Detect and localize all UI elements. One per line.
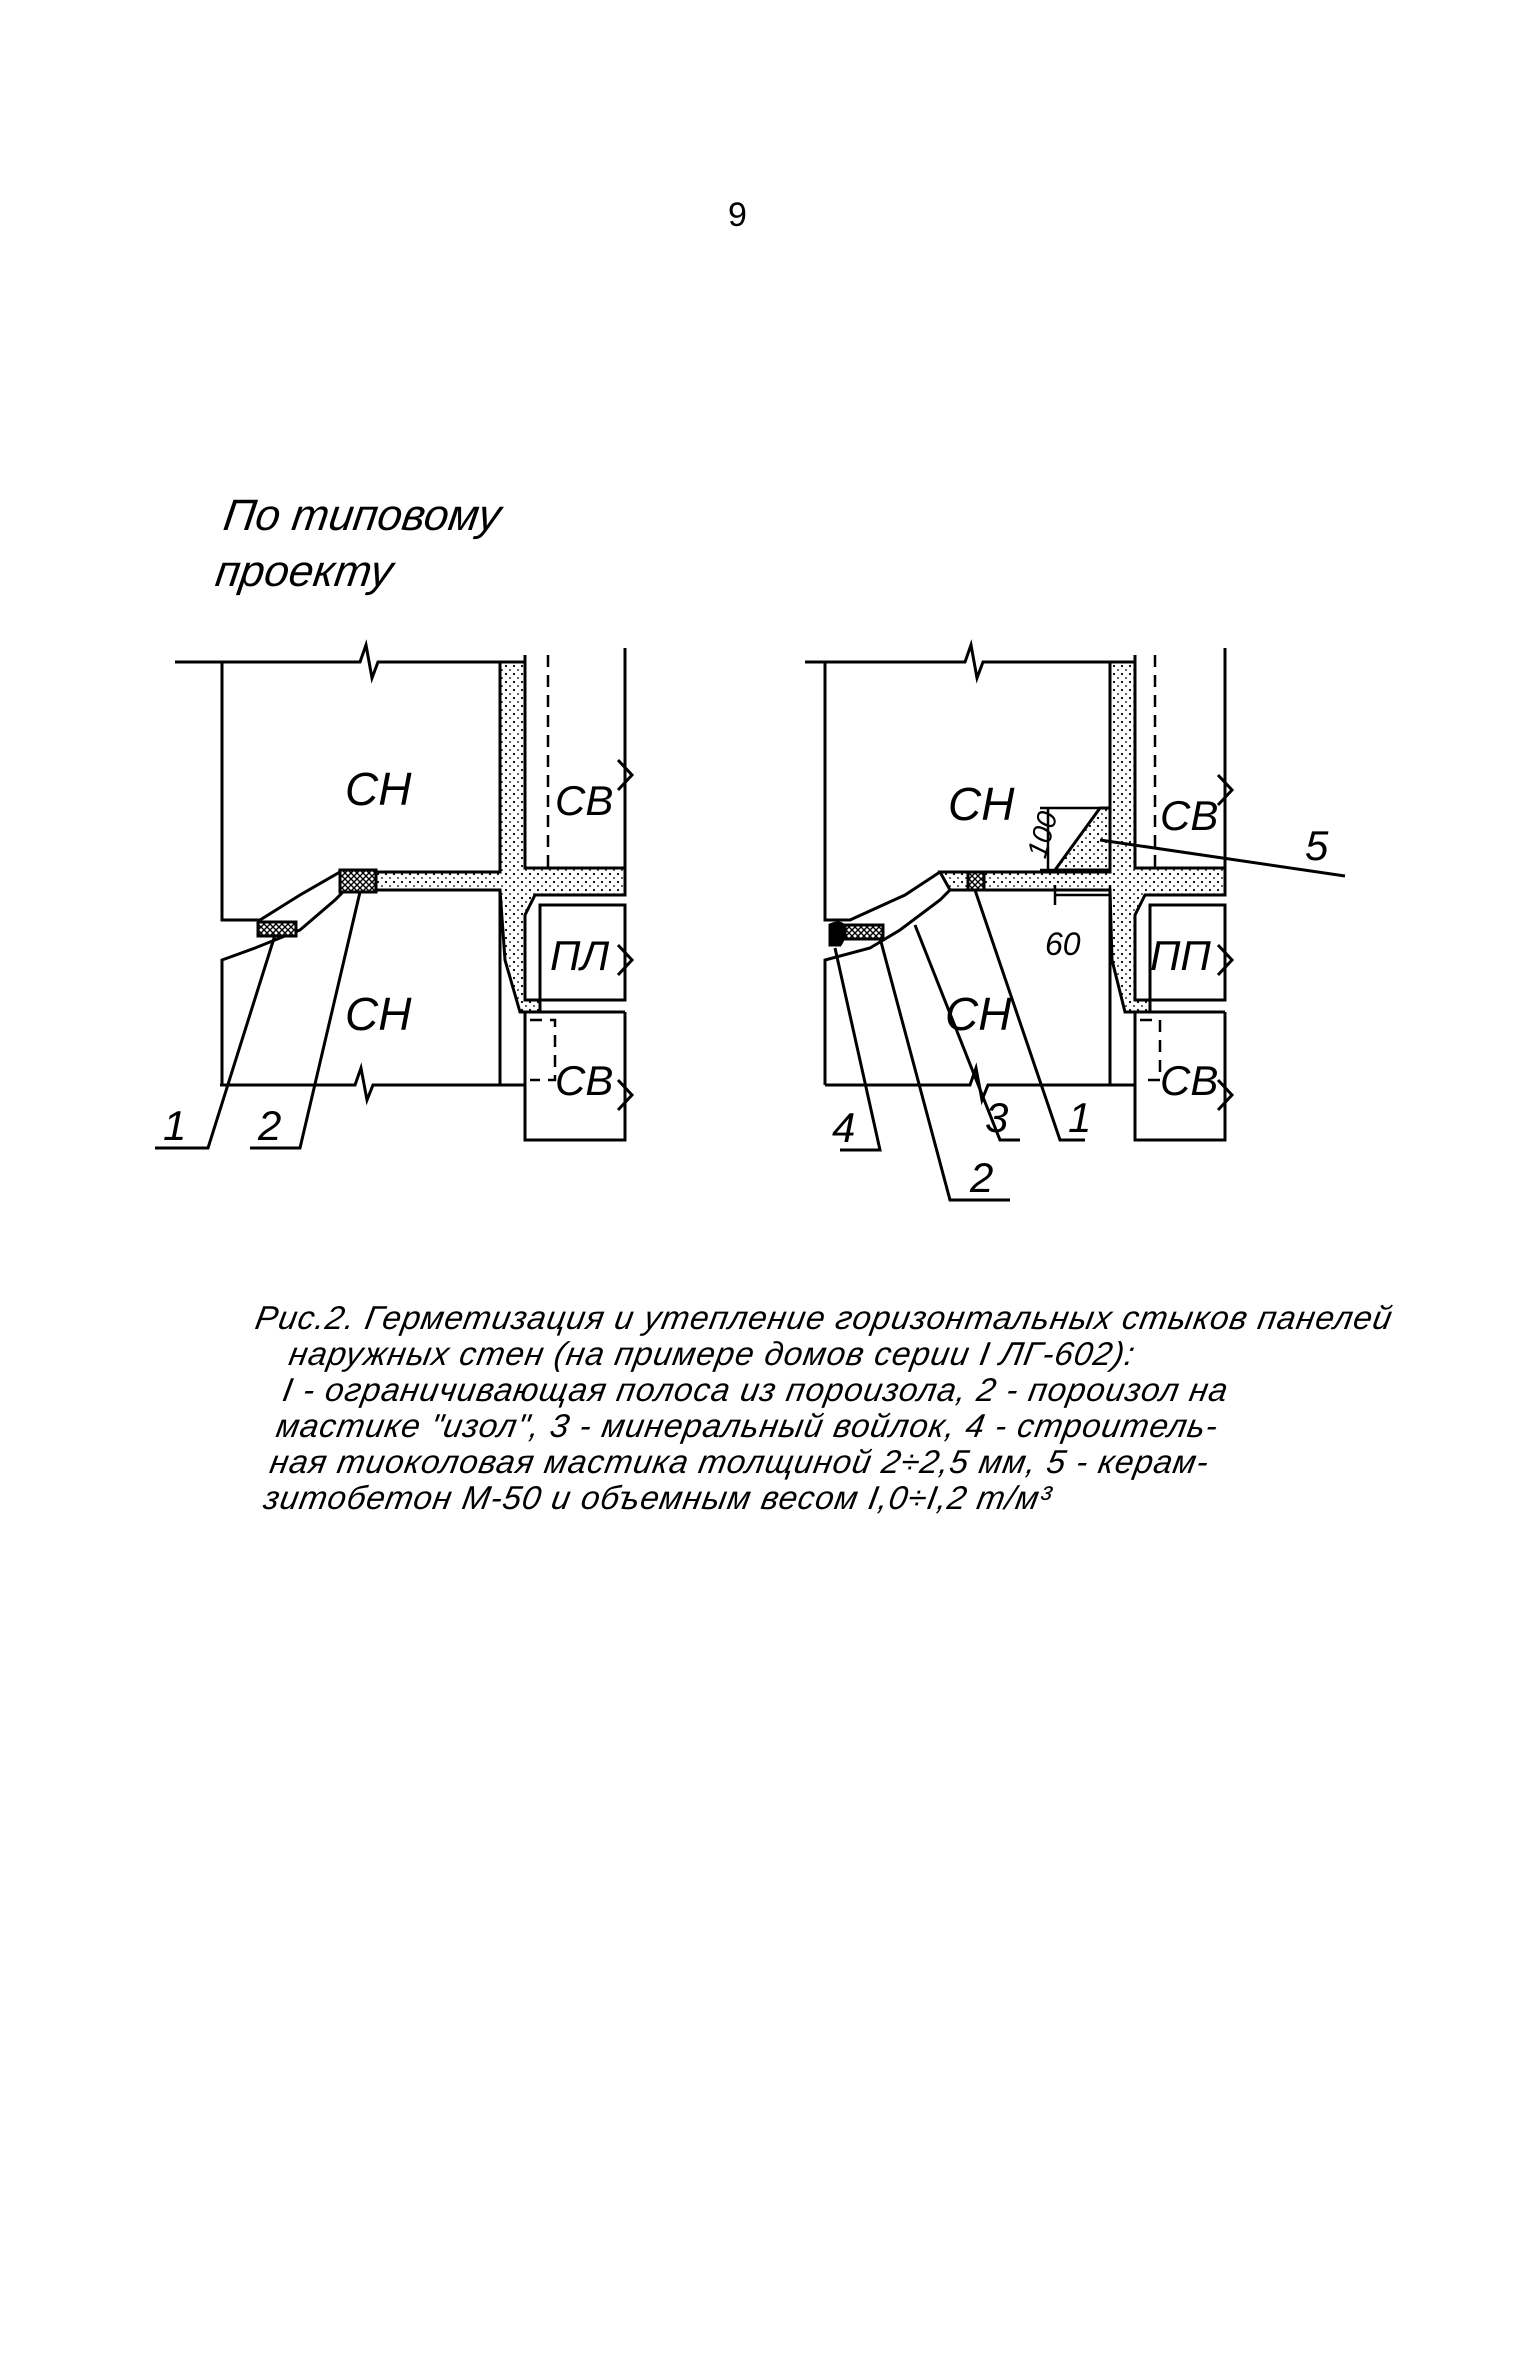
right-lower-inner-panel xyxy=(1133,1010,1227,1142)
left-top-break-line xyxy=(175,639,500,684)
right-keramzite-insert xyxy=(1052,806,1112,872)
right-right-break-marks xyxy=(1216,773,1235,1112)
right-seal-1 xyxy=(966,870,986,892)
right-callout-1: 1 xyxy=(1068,1094,1091,1141)
right-lower-inner-label: СВ xyxy=(1160,1057,1218,1104)
left-bottom-panel-label: СН xyxy=(345,988,412,1040)
caption-prefix: Рис.2. xyxy=(252,1299,359,1336)
right-leader-1 xyxy=(973,889,1085,1142)
left-leader-2 xyxy=(250,891,362,1150)
caption-line-1: Рис.2.Герметизация и утепление горизонта… xyxy=(252,1299,1409,1336)
left-floor-slab xyxy=(538,903,627,1002)
left-upper-inner-panel xyxy=(523,648,627,868)
left-callout-2: 2 xyxy=(257,1102,281,1149)
right-floor-label: ПП xyxy=(1150,932,1211,979)
right-leader-3 xyxy=(913,924,1020,1142)
caption-line-2: наружных стен (на примере домов серии I … xyxy=(286,1335,1139,1372)
right-dim-height-label: 100 xyxy=(1021,808,1063,862)
left-floor-label: ПЛ xyxy=(550,932,609,979)
right-callout-2: 2 xyxy=(969,1154,993,1201)
left-lower-inner-panel xyxy=(523,1010,627,1142)
page-number: 9 xyxy=(728,196,747,234)
right-top-break-line xyxy=(805,639,1110,684)
left-detail xyxy=(155,639,635,1150)
left-lower-inner-dashed xyxy=(530,1018,557,1082)
left-seal-1 xyxy=(256,920,298,938)
right-callout-4: 4 xyxy=(832,1104,855,1151)
right-bottom-panel-label: СН xyxy=(945,988,1012,1040)
right-seal-2 xyxy=(843,923,885,941)
caption-line-4: мастике "изол", 3 - минеральный войлок, … xyxy=(273,1407,1222,1444)
left-top-panel-label: СН xyxy=(345,763,412,815)
right-top-panel-label: СН xyxy=(948,778,1015,830)
right-dim-width-line xyxy=(1053,885,1112,905)
right-mortar-joint xyxy=(937,660,1227,1014)
figure-caption: Рис.2.Герметизация и утепление горизонта… xyxy=(221,1299,1409,1516)
right-leader-5 xyxy=(1099,838,1346,878)
left-seal-2 xyxy=(338,868,378,894)
right-leader-4 xyxy=(833,947,882,1152)
caption-line-6: зитобетон М-50 и объемным весом I,0÷I,2 … xyxy=(260,1479,1056,1516)
right-lower-inner-dashed xyxy=(1140,1018,1162,1082)
right-leader-2 xyxy=(878,937,1010,1202)
right-sealant-4 xyxy=(828,921,847,947)
caption-line-3: I - ограничивающая полоса из пороизола, … xyxy=(280,1371,1232,1408)
right-detail xyxy=(805,639,1346,1202)
right-floor-slab xyxy=(1148,903,1227,1002)
left-callout-1: 1 xyxy=(163,1102,186,1149)
left-upper-inner-label: СВ xyxy=(555,777,613,824)
left-leader-1 xyxy=(155,934,277,1150)
right-callout-5: 5 xyxy=(1305,822,1329,869)
right-upper-inner-label: СВ xyxy=(1160,792,1218,839)
left-mortar-joint xyxy=(338,660,627,1014)
right-dim-width-label: 60 xyxy=(1045,926,1081,962)
right-dim-height-line xyxy=(1040,806,1100,872)
left-right-break-marks xyxy=(616,758,635,1112)
left-lower-inner-label: СВ xyxy=(555,1057,613,1104)
left-bottom-break-line xyxy=(220,1062,525,1106)
right-upper-inner-panel xyxy=(1133,648,1227,868)
caption-text-1: Герметизация и утепление горизонтальных … xyxy=(362,1299,1396,1336)
right-callout-3: 3 xyxy=(985,1094,1008,1141)
caption-line-5: ная тиоколовая мастика толщиной 2÷2,5 мм… xyxy=(267,1443,1213,1480)
